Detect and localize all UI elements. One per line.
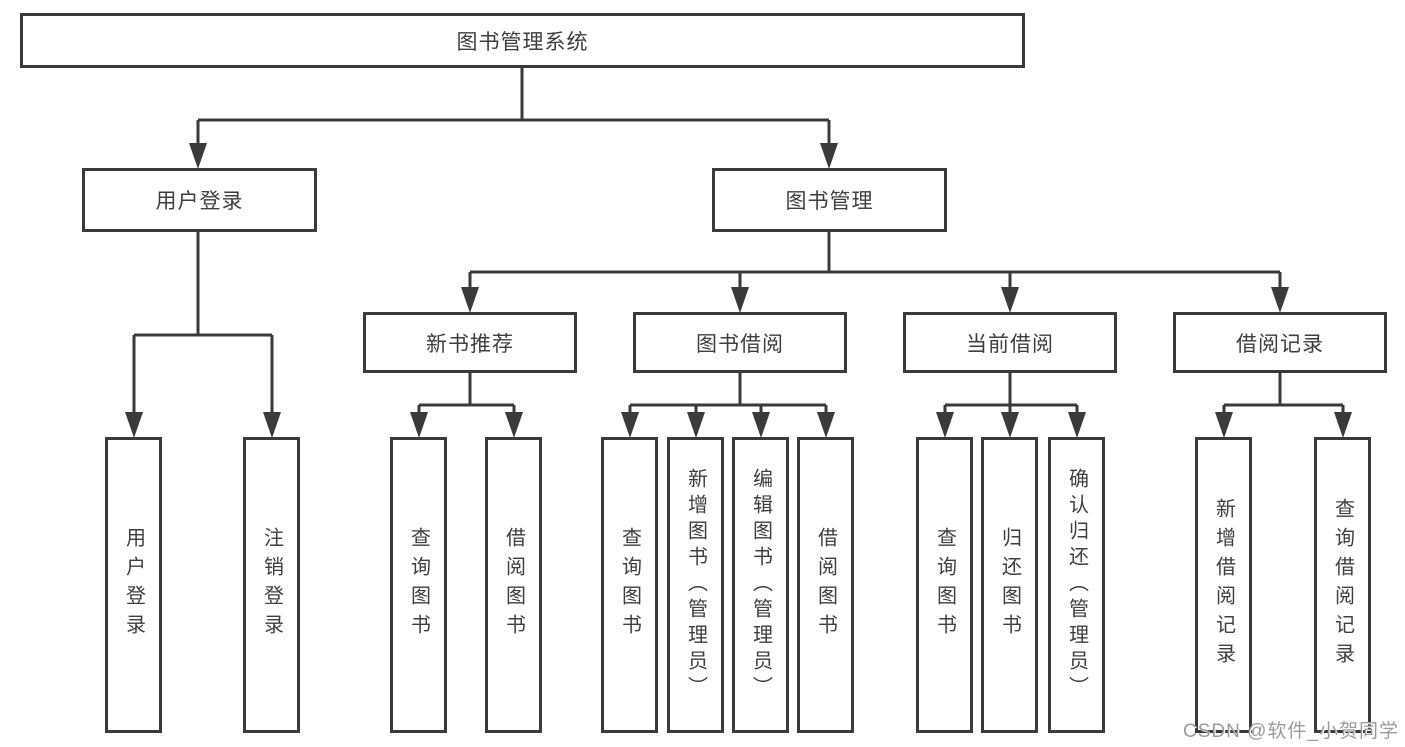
leaf-logout-label: 注销登录: [260, 527, 283, 643]
leaf-nbr-query-books-label: 查询图书: [407, 527, 430, 643]
leaf-bb-add-books-admin: 新增图书（管理员）: [667, 437, 724, 733]
node-borrowing-records-label: 借阅记录: [1236, 332, 1324, 356]
node-user-login: 用户登录: [82, 168, 317, 232]
leaf-bb-query-books-label: 查询图书: [618, 527, 641, 643]
node-book-borrowing-label: 图书借阅: [696, 332, 784, 356]
node-book-management: 图书管理: [712, 168, 947, 232]
node-root-label: 图书管理系统: [456, 30, 589, 54]
leaf-logout: 注销登录: [243, 437, 300, 733]
leaf-cb-return-books-label: 归还图书: [998, 527, 1021, 643]
node-new-book-recommend-label: 新书推荐: [426, 332, 514, 356]
leaf-cb-return-books: 归还图书: [981, 437, 1038, 733]
leaf-cb-query-books-label: 查询图书: [933, 527, 956, 643]
leaf-cb-confirm-return-admin: 确认归还（管理员）: [1048, 437, 1105, 733]
leaf-bb-edit-books-admin: 编辑图书（管理员）: [732, 437, 789, 733]
leaf-cb-query-books: 查询图书: [916, 437, 973, 733]
node-book-borrowing: 图书借阅: [633, 312, 847, 373]
leaf-nbr-borrow-books: 借阅图书: [485, 437, 542, 733]
node-new-book-recommend: 新书推荐: [363, 312, 577, 373]
leaf-cb-confirm-return-admin-label: 确认归还（管理员）: [1065, 468, 1088, 702]
node-user-login-label: 用户登录: [155, 190, 244, 213]
leaf-bb-borrow-books: 借阅图书: [797, 437, 854, 733]
leaf-bb-borrow-books-label: 借阅图书: [814, 527, 837, 643]
leaf-bb-query-books: 查询图书: [601, 437, 658, 733]
leaf-nbr-borrow-books-label: 借阅图书: [502, 527, 525, 643]
leaf-bb-edit-books-admin-label: 编辑图书（管理员）: [749, 468, 772, 702]
leaf-br-add-record: 新增借阅记录: [1195, 437, 1252, 733]
leaf-user-login-label: 用户登录: [122, 527, 145, 643]
node-current-borrowing-label: 当前借阅: [966, 332, 1054, 356]
leaf-bb-add-books-admin-label: 新增图书（管理员）: [684, 468, 707, 702]
node-current-borrowing: 当前借阅: [903, 312, 1117, 373]
leaf-br-query-record: 查询借阅记录: [1314, 437, 1371, 733]
node-borrowing-records: 借阅记录: [1173, 312, 1387, 373]
csdn-watermark: CSDN @软件_小贺同学: [1183, 721, 1399, 742]
leaf-nbr-query-books: 查询图书: [390, 437, 447, 733]
leaf-user-login: 用户登录: [105, 437, 162, 733]
leaf-br-add-record-label: 新增借阅记录: [1212, 498, 1235, 672]
leaf-br-query-record-label: 查询借阅记录: [1331, 498, 1354, 672]
node-book-management-label: 图书管理: [785, 190, 874, 213]
node-root: 图书管理系统: [20, 13, 1025, 68]
